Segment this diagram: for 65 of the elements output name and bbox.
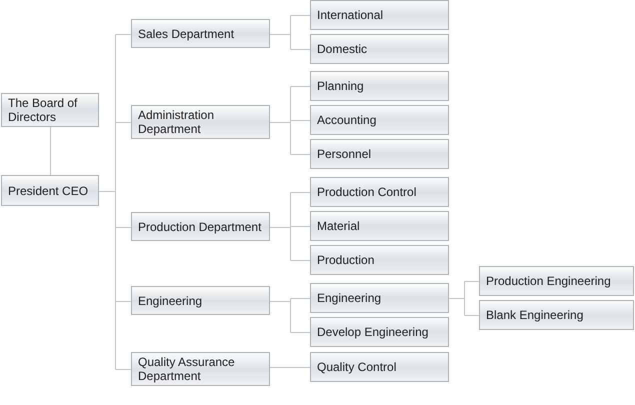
org-unit-box xyxy=(131,19,270,48)
connector-line xyxy=(290,15,310,16)
unit-name: Production Control xyxy=(317,185,418,199)
unit-name: Personnel xyxy=(317,147,372,161)
connector-line xyxy=(270,192,291,261)
org-unit-box xyxy=(1,93,99,127)
org-unit-box xyxy=(131,352,270,386)
connector-line xyxy=(270,86,291,155)
unit-name: The Board of Directors xyxy=(8,96,78,124)
connector-line xyxy=(464,315,480,316)
org-unit-box xyxy=(310,245,449,275)
unit-name: Domestic xyxy=(317,42,368,56)
org-unit-box xyxy=(479,300,634,330)
unit-name: Quality Assurance Department xyxy=(138,355,236,383)
unit-name: Engineering xyxy=(138,294,204,308)
unit-name: President CEO xyxy=(8,184,90,198)
unit-name: Production Department xyxy=(138,220,262,234)
connector-line xyxy=(290,332,310,333)
unit-name: Blank Engineering xyxy=(486,308,584,322)
unit-name: Accounting xyxy=(317,113,378,127)
connector-line xyxy=(115,227,132,228)
org-unit-box xyxy=(310,0,449,30)
org-unit-box xyxy=(310,177,449,207)
org-unit-box xyxy=(1,175,99,206)
unit-name: Production Engineering xyxy=(486,274,612,288)
connector-line xyxy=(98,34,116,370)
unit-name: Sales Department xyxy=(138,26,236,40)
unit-name: Quality Control xyxy=(317,360,398,374)
unit-name: Material xyxy=(317,219,361,233)
org-unit-box xyxy=(131,212,270,241)
connector-line xyxy=(270,367,310,368)
org-unit-box xyxy=(310,352,449,382)
connector-line xyxy=(290,120,310,121)
connector-line xyxy=(270,298,291,333)
org-unit-box xyxy=(310,211,449,241)
org-unit-box xyxy=(479,266,634,296)
connector-line xyxy=(115,122,132,123)
connector-line xyxy=(290,226,310,227)
connector-line xyxy=(115,34,132,35)
org-unit-box xyxy=(310,139,449,169)
unit-name: International xyxy=(317,8,384,22)
unit-name: Administration Department xyxy=(138,108,216,136)
connector-line xyxy=(290,192,310,193)
connector-line xyxy=(50,126,51,176)
connector-line xyxy=(290,154,310,155)
org-unit-box xyxy=(310,283,449,313)
unit-name: Develop Engineering xyxy=(317,325,430,339)
org-unit-box xyxy=(131,105,270,139)
connector-line xyxy=(115,301,132,302)
org-unit-box xyxy=(310,317,449,347)
org-unit-box xyxy=(310,71,449,101)
org-unit-box xyxy=(310,34,449,64)
connector-line xyxy=(290,298,310,299)
connector-line xyxy=(290,49,310,50)
unit-name: Production xyxy=(317,253,376,267)
org-unit-box xyxy=(131,286,270,315)
unit-name: Planning xyxy=(317,79,365,93)
connector-line xyxy=(464,281,480,282)
connector-line xyxy=(448,281,465,316)
connector-line xyxy=(115,369,132,370)
org-unit-box xyxy=(310,105,449,135)
connector-line xyxy=(270,15,291,50)
unit-name: Engineering xyxy=(317,291,382,305)
connector-line xyxy=(290,86,310,87)
connector-line xyxy=(290,260,310,261)
